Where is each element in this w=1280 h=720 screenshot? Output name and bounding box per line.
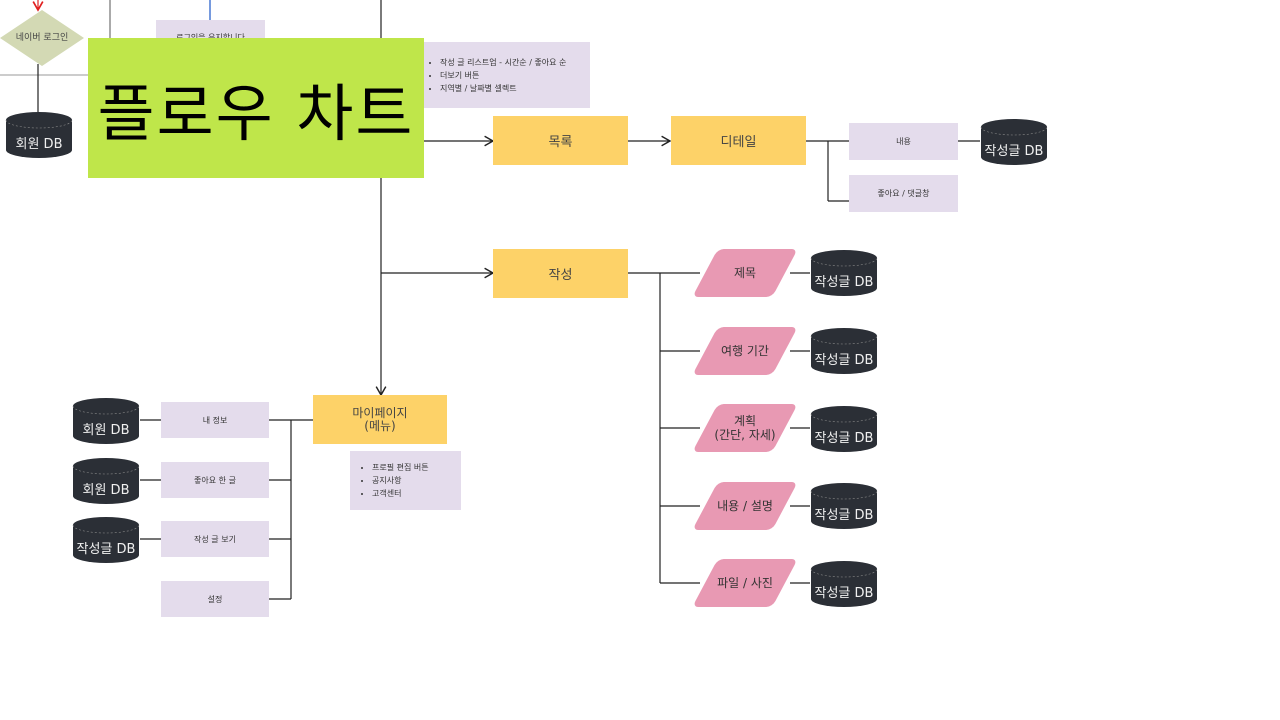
content-note-label: 내용 — [896, 137, 911, 146]
post-db: 작성글 DB — [810, 482, 878, 530]
member-db-login: 회원 DB — [5, 111, 73, 159]
menu-my-info: 내 정보 — [161, 402, 269, 438]
mypage-note-item: 고객센터 — [372, 487, 461, 500]
db-label: 작성글 DB — [814, 353, 874, 368]
list-note-item: 더보기 버튼 — [440, 69, 590, 82]
write-process-label: 작성 — [548, 268, 573, 283]
mypage-note-item: 공지사항 — [372, 474, 461, 487]
login-decision: 네이버 로그인 — [0, 10, 84, 66]
input-label: 계획 (간단, 자세) — [714, 414, 776, 442]
db-label: 회원 DB — [82, 483, 130, 498]
db-label: 회원 DB — [15, 137, 63, 152]
like-comment-note-label: 좋아요 / 댓글창 — [877, 189, 930, 198]
input-title: 제목 — [692, 249, 798, 297]
list-note-item: 지역별 / 날짜별 셀렉트 — [440, 82, 590, 95]
menu-label: 좋아요 한 글 — [194, 475, 236, 485]
member-db: 회원 DB — [72, 457, 140, 505]
mypage-note-item: 프로필 편집 버튼 — [372, 461, 461, 474]
db-label: 작성글 DB — [984, 144, 1044, 159]
db-label: 작성글 DB — [814, 275, 874, 290]
login-note-label: 로그인을 유지합니다 — [176, 32, 245, 43]
list-note-item: 작성 글 리스트업 - 시간순 / 좋아요 순 — [440, 56, 590, 69]
write-process: 작성 — [493, 249, 628, 298]
post-db-detail: 작성글 DB — [980, 118, 1048, 166]
like-comment-note: 좋아요 / 댓글창 — [849, 175, 958, 212]
menu-label: 작성 글 보기 — [194, 534, 236, 544]
db-label: 작성글 DB — [814, 586, 874, 601]
menu-label: 설정 — [207, 594, 223, 604]
list-process: 목록 — [493, 116, 628, 165]
db-label: 작성글 DB — [814, 508, 874, 523]
post-db: 작성글 DB — [810, 560, 878, 608]
mypage-process: 마이페이지 (메뉴) — [313, 395, 447, 444]
post-db: 작성글 DB — [810, 405, 878, 453]
list-note: 작성 글 리스트업 - 시간순 / 좋아요 순 더보기 버튼 지역별 / 날짜별… — [424, 42, 590, 108]
menu-liked-posts: 좋아요 한 글 — [161, 462, 269, 498]
mypage-process-label: 마이페이지 (메뉴) — [352, 405, 408, 433]
input-label: 여행 기간 — [721, 344, 769, 358]
login-decision-label: 네이버 로그인 — [15, 33, 69, 43]
input-label: 제목 — [733, 266, 757, 280]
input-file-photo: 파일 / 사진 — [692, 559, 798, 607]
member-db: 회원 DB — [72, 397, 140, 445]
menu-my-posts: 작성 글 보기 — [161, 521, 269, 557]
post-db: 작성글 DB — [810, 327, 878, 375]
input-plan: 계획 (간단, 자세) — [692, 404, 798, 452]
input-description: 내용 / 설명 — [692, 482, 798, 530]
db-label: 작성글 DB — [76, 542, 136, 557]
db-label: 회원 DB — [82, 423, 130, 438]
menu-label: 내 정보 — [202, 415, 228, 425]
post-db: 작성글 DB — [810, 249, 878, 297]
page-title: 플로우 차트 — [88, 38, 424, 178]
input-travel-period: 여행 기간 — [692, 327, 798, 375]
post-db-mypage: 작성글 DB — [72, 516, 140, 564]
mypage-note: 프로필 편집 버튼 공지사항 고객센터 — [350, 451, 461, 510]
detail-process: 디테일 — [671, 116, 806, 165]
input-label: 파일 / 사진 — [717, 576, 773, 590]
menu-settings: 설정 — [161, 581, 269, 617]
list-process-label: 목록 — [548, 135, 573, 150]
input-label: 내용 / 설명 — [717, 499, 773, 513]
db-label: 작성글 DB — [814, 431, 874, 446]
content-note: 내용 — [849, 123, 958, 160]
detail-process-label: 디테일 — [720, 135, 757, 150]
